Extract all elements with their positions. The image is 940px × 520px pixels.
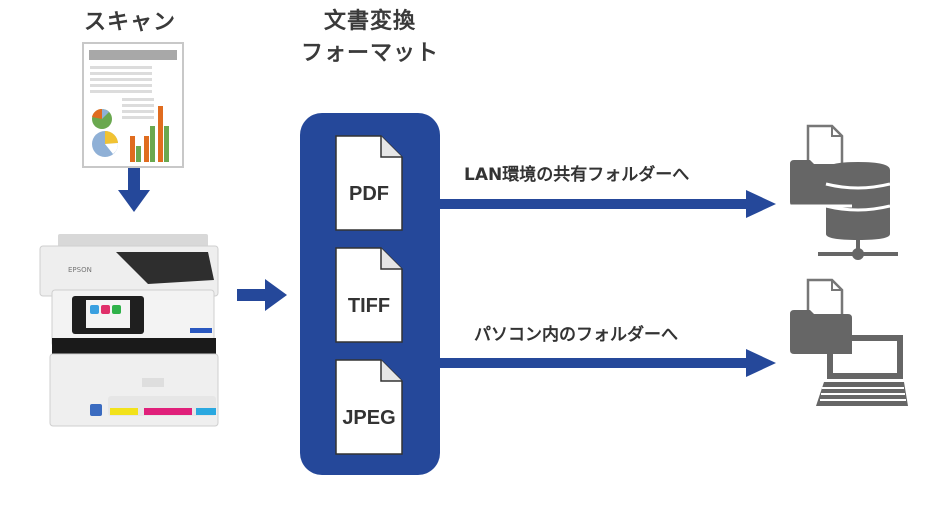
format-label: TIFF: [347, 295, 391, 317]
route-pc-label: パソコン内のフォルダーへ: [474, 325, 678, 345]
scanned-document-icon: [82, 42, 184, 168]
format-panel: PDF TIFF JPEG: [300, 113, 440, 475]
server-folder-icon: [786, 122, 898, 262]
format-pdf: PDF: [335, 135, 403, 231]
arrow-right-long-icon: [440, 188, 780, 220]
format-label: PDF: [349, 183, 389, 205]
arrow-right-long-icon: [440, 347, 780, 379]
format-title: 文書変換 フォーマット: [282, 6, 458, 70]
format-label: JPEG: [342, 407, 396, 429]
printer-icon: EPSON: [38, 232, 220, 428]
arrow-right-icon: [237, 279, 289, 311]
format-title-line2: フォーマット: [300, 41, 439, 66]
laptop-folder-icon: [786, 274, 910, 414]
format-jpeg: JPEG: [335, 359, 403, 455]
file-icon: [335, 359, 403, 455]
file-icon: [335, 135, 403, 231]
file-icon: [335, 247, 403, 343]
format-title-line1: 文書変換: [323, 9, 416, 34]
format-tiff: TIFF: [335, 247, 403, 343]
scan-title: スキャン: [83, 10, 176, 35]
printer-brand: EPSON: [68, 266, 92, 274]
arrow-down-icon: [118, 168, 150, 214]
route-lan-label: LAN環境の共有フォルダーへ: [464, 165, 690, 185]
